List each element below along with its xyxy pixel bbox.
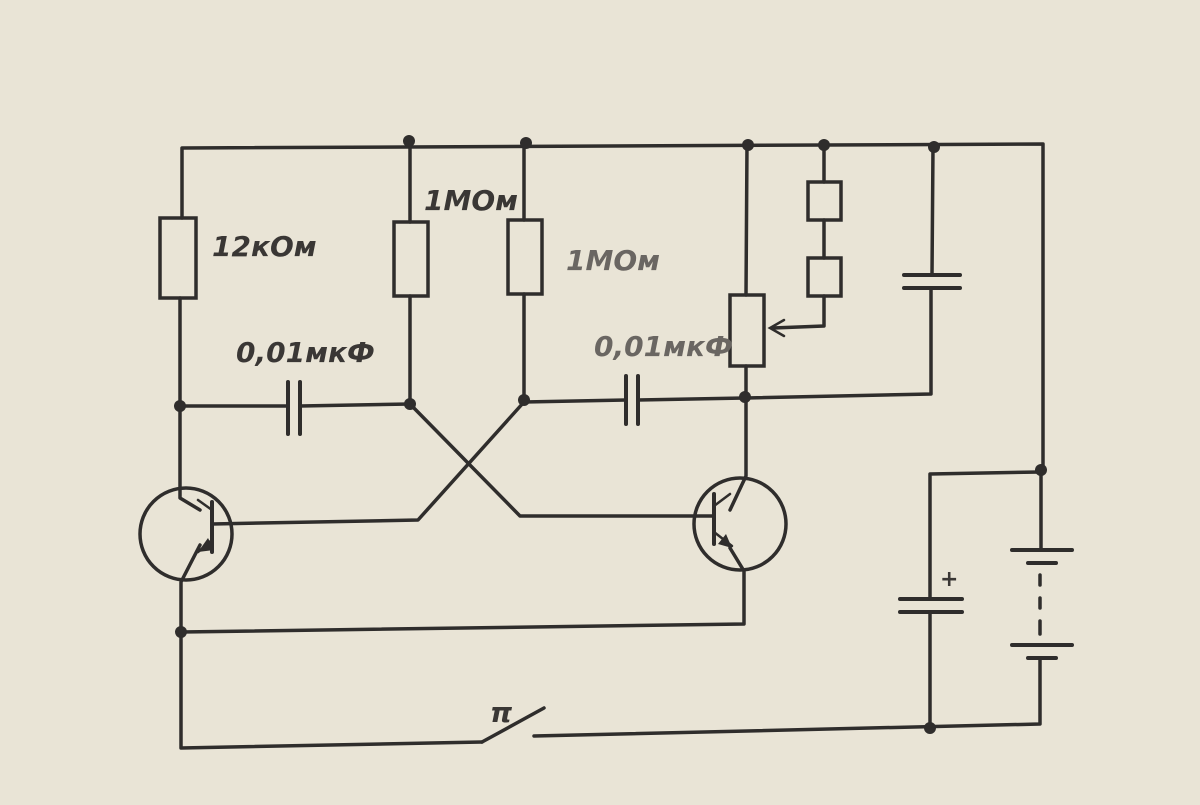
- components: [138, 180, 1074, 660]
- q1-emitter-wire: [179, 543, 484, 750]
- cross-wire-to-q2-base: [408, 402, 714, 518]
- transistor-q1: [138, 486, 234, 582]
- label-switch: π: [490, 696, 513, 729]
- transistor-q1-envelope: [138, 486, 234, 582]
- label-plus: +: [940, 567, 958, 592]
- junction-dots: [174, 135, 1047, 734]
- junction-dot: [175, 626, 187, 638]
- label-r1: 12кОм: [212, 230, 317, 263]
- resistor-r1: [158, 216, 198, 300]
- junction-dot: [174, 400, 186, 412]
- junction-dot: [818, 139, 830, 151]
- rs-to-wiper-wire: [771, 294, 826, 330]
- label-r2: 1МОм: [424, 184, 518, 217]
- junction-dot: [924, 722, 936, 734]
- pot-upper-wire: [744, 142, 749, 297]
- label-c1: 0,01мкФ: [236, 336, 375, 369]
- potentiometer: [728, 293, 766, 368]
- transistor-q2-envelope: [692, 476, 788, 572]
- c1-right-wire: [298, 402, 412, 408]
- junction-dot: [1035, 464, 1047, 476]
- c4-upper-wire: [928, 470, 1042, 600]
- c3-upper-wire: [930, 145, 935, 277]
- resistor-rs2: [806, 256, 843, 298]
- c2-left-wire: [522, 398, 628, 404]
- labels: 12кОм 1МОм 1МОм 0,01мкФ 0,01мкФ + π: [212, 184, 958, 729]
- wires: [178, 138, 1045, 750]
- junction-dot: [742, 139, 754, 151]
- junction-dot: [739, 391, 751, 403]
- cross-wire-to-q1-base: [210, 400, 526, 526]
- c3-lower-wire: [744, 286, 933, 400]
- junction-dot: [518, 394, 530, 406]
- resistor-r2: [392, 220, 430, 298]
- top-rail-wire: [180, 142, 1045, 472]
- q1-collector-wire: [178, 403, 202, 512]
- resistor-rs1: [806, 180, 843, 222]
- junction-dot: [928, 141, 940, 153]
- junction-dot: [520, 137, 532, 149]
- junction-dot: [403, 135, 415, 147]
- switch-blade: [480, 706, 546, 744]
- label-c2: 0,01мкФ: [594, 330, 733, 363]
- emitter-link-wire: [179, 546, 746, 634]
- transistor-q2-collector: [712, 492, 732, 508]
- c2-right-wire: [636, 396, 747, 402]
- transistor-q2: [692, 476, 788, 572]
- transistor-q1-collector: [196, 498, 214, 512]
- label-r3: 1МОм: [566, 244, 660, 277]
- resistor-r3: [506, 218, 544, 296]
- transistor-q1-emitter-arrow: [198, 538, 214, 552]
- junction-dot: [404, 398, 416, 410]
- potentiometer-wiper-arrow: [767, 318, 786, 338]
- transistor-q2-emitter-arrow: [718, 534, 732, 548]
- q2-collector-wire: [728, 396, 748, 512]
- bottom-rail-wire: [532, 658, 1042, 738]
